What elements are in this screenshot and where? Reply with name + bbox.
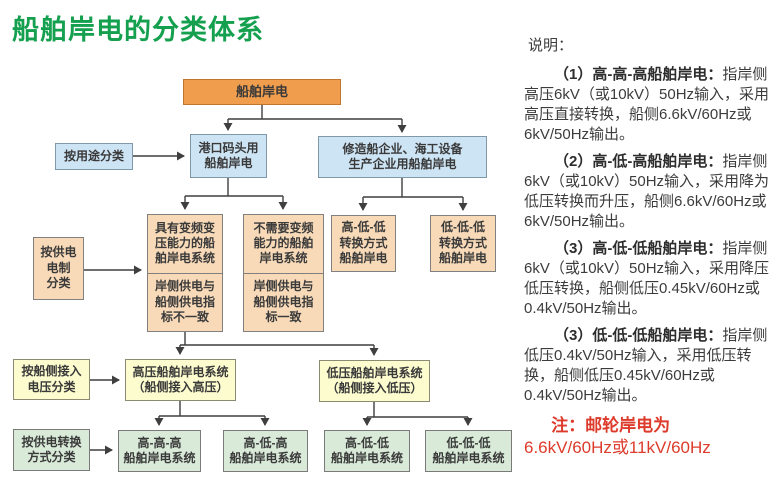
cruise-shore-power-note: 注：邮轮岸电为 6.6kV/60Hz或11kV/60Hz	[524, 415, 778, 459]
page-title: 船舶岸电的分类体系	[12, 15, 264, 45]
node-low-low-low-system: 低-低-低 船舶岸电系统	[425, 430, 512, 472]
note-item-2: （2）高-低-高船舶岸电：指岸侧6kV（或10kV）50Hz输入，采用降为低压转…	[524, 152, 778, 232]
node-no-freq-conversion: 不需要变频 能力的船舶 岸电系统 岸侧供电与 船侧供电指 标一致	[243, 214, 324, 332]
node-freq-voltage-conversion-top: 具有变频变 压能力的船 舶岸电系统	[148, 215, 222, 274]
note-item-1-body: 指岸侧高压6kV（或10kV）50Hz输入，采用高压直接转换，船侧6.6kV/6…	[524, 66, 770, 143]
note-item-4-body: 指岸侧低压0.4kV/50Hz输入，采用低压转换，船侧低压0.45kV/60Hz…	[524, 327, 768, 404]
note-item-4-lead: （3）低-低-低船舶岸电：	[554, 327, 723, 344]
note-item-3-lead: （3）高-低-低船舶岸电：	[554, 240, 723, 257]
cruise-shore-power-note-lead: 注：邮轮岸电为	[551, 416, 671, 435]
node-freq-voltage-conversion: 具有变频变 压能力的船 舶岸电系统 岸侧供电与 船侧供电指 标不一致	[147, 214, 223, 332]
label-by-supply-system: 按供电 电制 分类	[33, 237, 84, 300]
note-item-1-lead: （1）高-高-高船舶岸电：	[554, 66, 723, 83]
label-by-use: 按用途分类	[55, 143, 133, 170]
node-low-low-low-mode: 低-低-低 转换方式 船舶岸电	[430, 215, 496, 272]
note-item-3-body: 指岸侧6kV（或10kV）50Hz输入，采用降压低压转换，船侧低压0.45kV/…	[524, 240, 770, 317]
node-hv-system: 高压船舶岸电系统 （船侧接入高压）	[125, 359, 236, 401]
notes-heading: 说明：	[528, 37, 574, 54]
node-shipyard-offshore: 修造船企业、海工设备 生产企业用船舶岸电	[318, 136, 487, 178]
note-item-2-lead: （2）高-低-高船舶岸电：	[554, 153, 723, 170]
node-port-terminal: 港口码头用 船舶岸电	[190, 134, 267, 178]
node-high-low-low-mode: 高-低-低 转换方式 船舶岸电	[331, 215, 396, 272]
node-no-freq-conversion-top: 不需要变频 能力的船舶 岸电系统	[244, 215, 323, 274]
node-high-low-high-system: 高-低-高 船舶岸电系统	[223, 430, 308, 472]
cruise-shore-power-note-value: 6.6kV/60Hz或11kV/60Hz	[524, 438, 711, 457]
note-item-3: （3）高-低-低船舶岸电：指岸侧6kV（或10kV）50Hz输入，采用降压低压转…	[524, 239, 778, 319]
node-freq-voltage-conversion-bottom: 岸侧供电与 船侧供电指 标不一致	[154, 279, 215, 324]
note-item-4: （3）低-低-低船舶岸电：指岸侧低压0.4kV/50Hz输入，采用低压转换，船侧…	[524, 326, 778, 406]
node-root-shore-power: 船舶岸电	[183, 79, 341, 105]
note-item-2-body: 指岸侧6kV（或10kV）50Hz输入，采用降为低压转换而升压，船侧6.6kV/…	[524, 153, 770, 230]
node-high-low-low-system: 高-低-低 船舶岸电系统	[324, 430, 410, 472]
node-no-freq-conversion-bottom: 岸侧供电与 船侧供电指 标一致	[253, 279, 314, 324]
node-high-high-high-system: 高-高-高 船舶岸电系统	[118, 430, 201, 472]
note-item-1: （1）高-高-高船舶岸电：指岸侧高压6kV（或10kV）50Hz输入，采用高压直…	[524, 65, 778, 145]
label-by-conversion: 按供电转换 方式分类	[13, 429, 90, 471]
label-by-ship-voltage: 按船侧接入 电压分类	[13, 359, 90, 400]
notes-panel: 说明： （1）高-高-高船舶岸电：指岸侧高压6kV（或10kV）50Hz输入，采…	[524, 36, 778, 459]
node-lv-system: 低压船舶岸电系统 （船侧接入低压）	[319, 360, 430, 402]
